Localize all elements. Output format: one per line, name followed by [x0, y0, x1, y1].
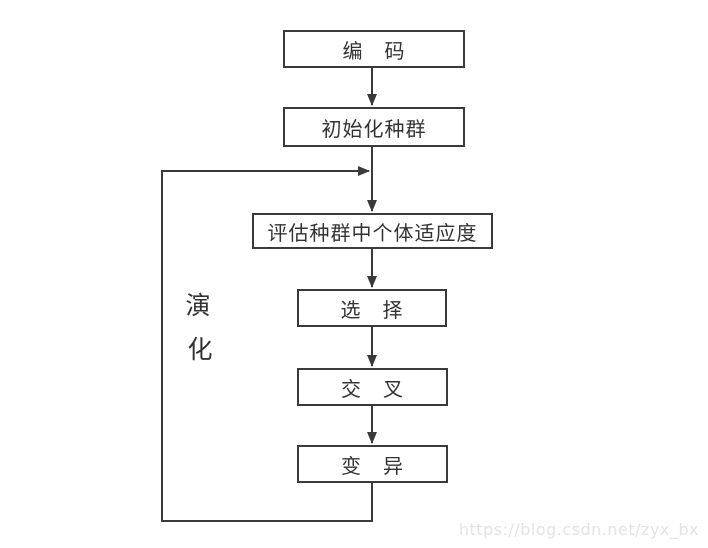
flow-node-crossover-label: 交 叉 — [341, 376, 404, 401]
loop-edge-mutate-to-evaluate — [161, 166, 373, 522]
flow-node-select-label: 选 择 — [340, 297, 404, 322]
flow-node-init-population-label: 初始化种群 — [321, 116, 427, 141]
flow-node-evaluate-fitness: 评估种群中个体适应度 — [252, 213, 493, 249]
flow-node-select: 选 择 — [297, 289, 447, 327]
flow-node-mutate: 变 异 — [297, 445, 448, 483]
loop-label-char2: 化 — [187, 335, 213, 364]
flow-node-encode-label: 编 码 — [342, 38, 406, 63]
flow-node-mutate-label: 变 异 — [341, 453, 404, 478]
flow-node-encode: 编 码 — [283, 30, 465, 68]
loop-label-evolution: 演 化 — [181, 284, 215, 372]
loop-label-char1: 演 — [185, 291, 211, 320]
flow-node-init-population: 初始化种群 — [283, 107, 465, 147]
watermark-url: https://blog.csdn.net/zyx_bx — [458, 520, 699, 539]
flow-node-evaluate-fitness-label: 评估种群中个体适应度 — [267, 220, 478, 245]
flow-node-crossover: 交 叉 — [297, 368, 448, 406]
